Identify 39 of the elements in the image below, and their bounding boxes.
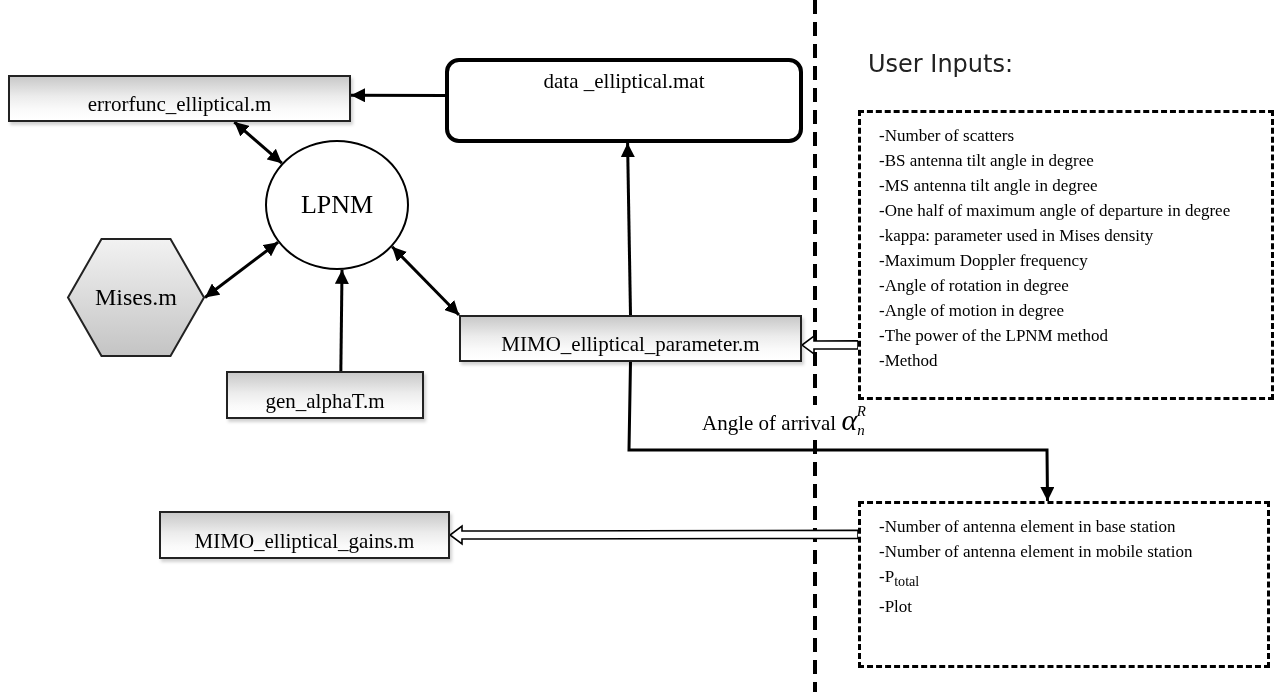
input-item: -The power of the LPNM method [879, 325, 1109, 347]
input-item: -Number of antenna element in base station [879, 516, 1177, 538]
hollow-arrow [448, 524, 859, 546]
file-name-label: gen_alphaT.m [265, 389, 385, 413]
input-item: -MS antenna tilt angle in degree [879, 175, 1099, 197]
data-file-box [445, 58, 803, 143]
file-box [459, 315, 802, 362]
input-item: -Plot [879, 596, 914, 619]
input-item: -Angle of motion in degree [879, 300, 1066, 322]
arrow [233, 120, 283, 165]
arrow [627, 361, 1055, 501]
file-box [159, 511, 450, 559]
input-item: -Maximum Doppler frequency [879, 250, 1089, 272]
file-box [8, 75, 351, 122]
arrow [351, 88, 445, 103]
file-name-label: data _elliptical.mat [543, 70, 705, 94]
file-name-label: LPNM [300, 190, 374, 220]
file-name-label: Mises.m [95, 284, 177, 311]
arrow [204, 241, 279, 299]
arrow [334, 269, 349, 371]
input-item: -Method [879, 350, 939, 372]
input-item: -BS antenna tilt angle in degree [879, 150, 1095, 172]
input-list-box [858, 501, 1270, 668]
input-item: -Number of antenna element in mobile station [879, 541, 1194, 563]
arrow [391, 245, 461, 317]
arrow [620, 142, 635, 316]
input-item: -kappa: parameter used in Mises density [879, 225, 1155, 247]
input-item: -P$_{total}$ [879, 566, 921, 592]
input-item: -Number of scatters [879, 125, 1015, 147]
hexagon-shape [67, 238, 205, 357]
section-heading: User Inputs: [868, 50, 1014, 78]
file-name-label: errorfunc_elliptical.m [87, 92, 272, 116]
file-box [226, 371, 424, 419]
file-name-label: MIMO_elliptical_gains.m [194, 529, 415, 553]
input-item: -One half of maximum angle of departure in degree [879, 200, 1232, 222]
file-name-label: MIMO_elliptical_parameter.m [501, 332, 760, 356]
hollow-arrow [800, 334, 859, 356]
input-item: -Angle of rotation in degree [879, 275, 1070, 297]
input-list-box [858, 110, 1274, 400]
